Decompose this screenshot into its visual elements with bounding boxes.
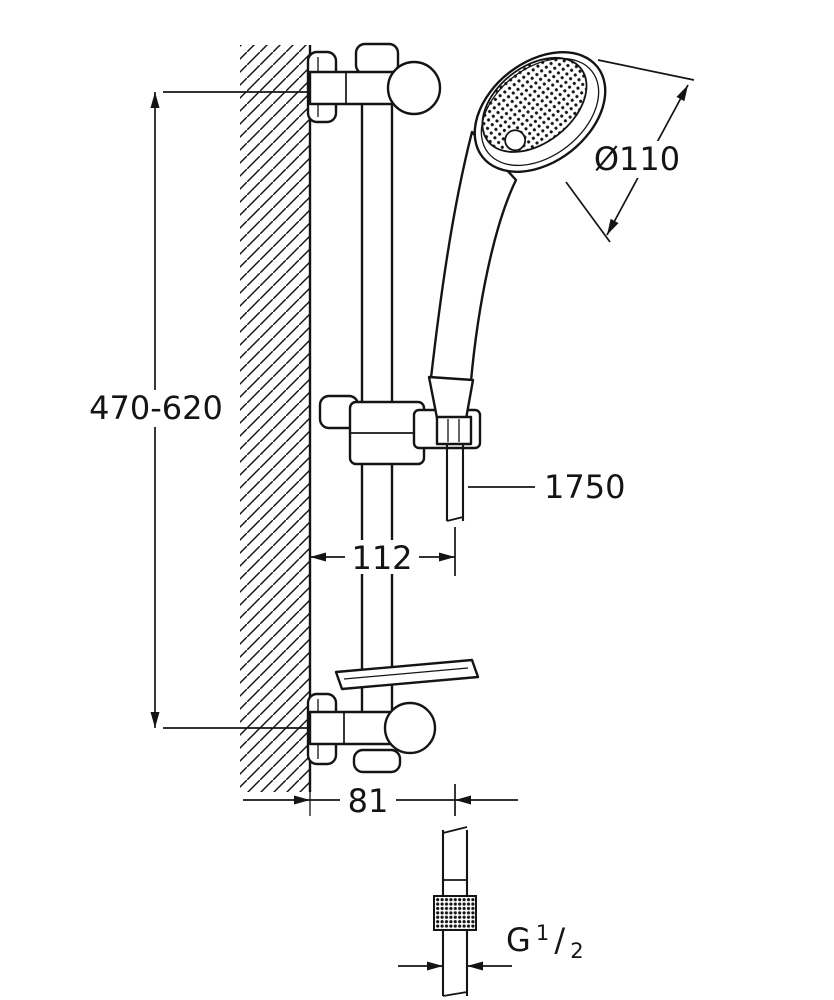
dimension-holder-offset: 112 <box>310 527 456 577</box>
hand-shower <box>429 51 607 383</box>
handle-cone <box>427 375 475 421</box>
extension-line-upper <box>597 59 695 81</box>
thread-size-label: G 1 / 2 <box>506 921 584 963</box>
glide-holder <box>318 375 482 466</box>
rail-top-cap <box>354 42 400 76</box>
wall-hatching <box>240 45 310 792</box>
spray-face-button <box>504 129 527 152</box>
spray-face <box>481 56 588 153</box>
height-range-label: 470-620 <box>89 389 223 427</box>
bottom-bracket-pivot-cap <box>383 701 437 755</box>
stub-top-break-line <box>442 826 468 834</box>
dimension-height-range: 470-620 <box>78 91 310 729</box>
soap-dish-shelf <box>334 658 480 691</box>
holder-offset-label: 112 <box>351 539 412 577</box>
head-diameter-label: Ø110 <box>594 140 680 178</box>
hose-thread-stub <box>433 826 477 997</box>
dimension-head-diameter: Ø110 <box>565 59 695 243</box>
wall-section <box>240 45 312 816</box>
hose-length-label: 1750 <box>544 468 625 506</box>
shelf-tray <box>334 658 480 691</box>
shower-hose-upper <box>445 444 465 522</box>
top-wall-bracket <box>306 42 442 124</box>
label-mask <box>345 540 419 574</box>
lower-hose-break-line <box>442 991 468 997</box>
extension-line-lower <box>565 181 611 243</box>
label-mask <box>584 141 690 178</box>
dimension-wall-offset: 81 <box>243 782 518 820</box>
thread-letter: G <box>506 921 531 959</box>
dimension-hose-length: 1750 <box>468 468 625 506</box>
hose-nut <box>435 415 473 446</box>
top-bracket-pivot-cap <box>386 60 442 116</box>
knurled-nut <box>433 895 477 931</box>
shower-rail <box>360 78 394 716</box>
thread-slash: / <box>554 921 565 959</box>
hose-break-line <box>446 516 464 522</box>
bottom-foot-cap <box>352 748 402 774</box>
shelf-inner-line <box>343 667 469 680</box>
shower-head <box>473 51 607 173</box>
dimension-thread-size: G 1 / 2 <box>398 921 584 971</box>
wall-offset-label: 81 <box>348 782 389 820</box>
bottom-wall-bracket <box>306 692 437 774</box>
label-mask <box>340 783 396 817</box>
thread-denominator: 2 <box>570 939 583 963</box>
label-mask <box>78 390 235 427</box>
thread-numerator: 1 <box>536 921 549 945</box>
